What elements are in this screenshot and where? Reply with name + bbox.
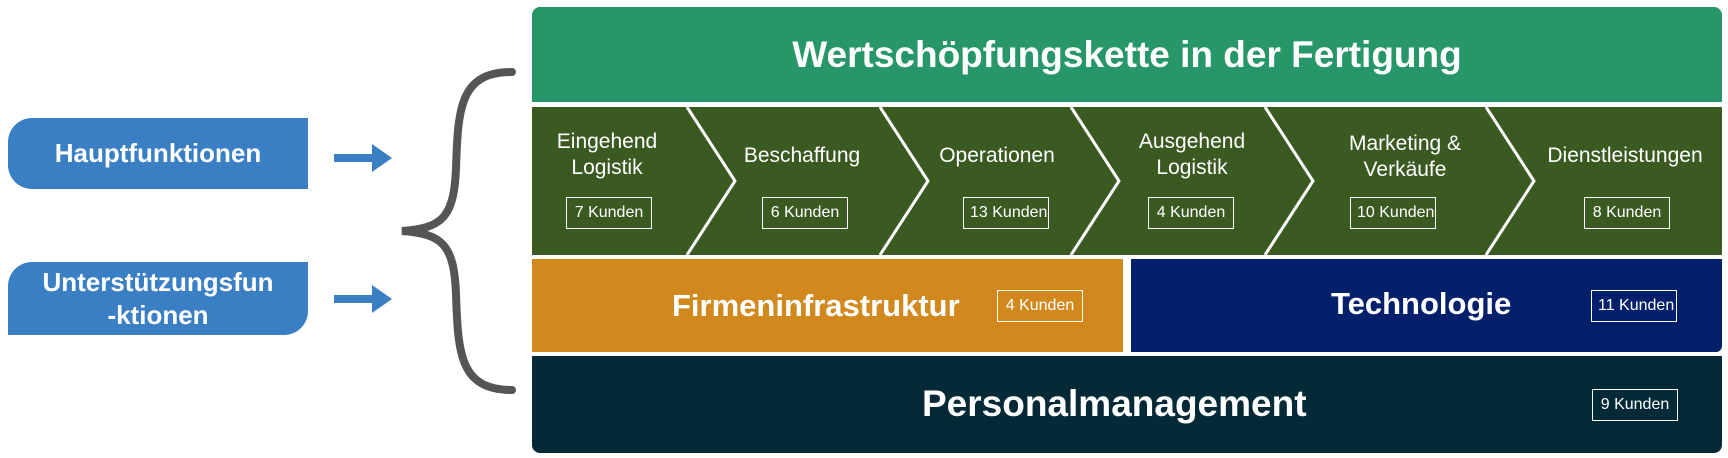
arrow-right-icon <box>334 144 392 172</box>
chevron-divider <box>878 107 930 255</box>
chain-step-label: Ausgehend Logistik <box>1102 129 1282 181</box>
chain-step-label: Dienstleistungen <box>1528 143 1722 169</box>
support-activities-label: Unterstützungsfun -ktionen <box>8 262 308 335</box>
value-chain-title-bar: Wertschöpfungskette in der Fertigung <box>532 7 1722 102</box>
chain-step-label-line1: Ausgehend <box>1138 130 1246 153</box>
chain-step-label: Operationen <box>907 143 1087 169</box>
primary-activities-label: Hauptfunktionen <box>8 118 308 189</box>
customer-count-badge: 7 Kunden <box>566 197 652 229</box>
customer-count-badge: 9 Kunden <box>1592 389 1678 421</box>
customer-count-badge: 8 Kunden <box>1584 197 1670 229</box>
technology-block: Technologie 11 Kunden <box>1131 259 1722 352</box>
firm-infrastructure-block: Firmeninfrastruktur 4 Kunden <box>532 259 1123 352</box>
chain-step-label: Marketing & Verkäufe <box>1305 131 1505 183</box>
customer-count-badge: 11 Kunden <box>1591 290 1677 322</box>
chain-step-label-line1: Operationen <box>939 144 1055 167</box>
customer-count-badge: 4 Kunden <box>997 290 1083 322</box>
chain-step-label-line1: Beschaffung <box>743 144 861 167</box>
customer-count-badge: 4 Kunden <box>1148 197 1234 229</box>
chain-step-label: Beschaffung <box>712 143 892 169</box>
chevron-divider <box>1484 107 1536 255</box>
chain-step-label-line1: Eingehend <box>556 130 658 153</box>
customer-count-badge: 6 Kunden <box>762 197 848 229</box>
chevron-divider <box>1263 107 1315 255</box>
value-chain-title: Wertschöpfungskette in der Fertigung <box>792 33 1462 75</box>
chain-step-label-line2: Logistik <box>571 156 643 179</box>
chevron-divider <box>1069 107 1121 255</box>
chain-step-label: Eingehend Logistik <box>532 129 682 181</box>
curly-brace-icon <box>401 68 516 394</box>
customer-count-badge: 13 Kunden <box>963 197 1049 229</box>
primary-activities-chain: Eingehend Logistik 7 Kunden Beschaffung … <box>532 107 1722 255</box>
customer-count-badge: 10 Kunden <box>1350 197 1436 229</box>
primary-activities-text: Hauptfunktionen <box>54 138 262 168</box>
support-activities-text-line1: Unterstützungsfun <box>42 266 274 297</box>
human-resources-block: Personalmanagement 9 Kunden <box>532 356 1722 453</box>
chevron-divider <box>685 107 737 255</box>
chain-step-label-line2: Logistik <box>1156 156 1228 179</box>
chain-background <box>532 107 1722 255</box>
chain-step-label-line1: Marketing & <box>1348 132 1462 155</box>
firm-infrastructure-title: Firmeninfrastruktur <box>672 288 960 323</box>
technology-title: Technologie <box>1331 286 1512 321</box>
human-resources-title: Personalmanagement <box>922 383 1307 424</box>
chain-step-label-line1: Dienstleistungen <box>1547 144 1703 167</box>
support-activities-text-line2: -ktionen <box>107 299 209 330</box>
arrow-right-icon <box>334 285 392 313</box>
chain-step-label-line2: Verkäufe <box>1363 158 1447 181</box>
